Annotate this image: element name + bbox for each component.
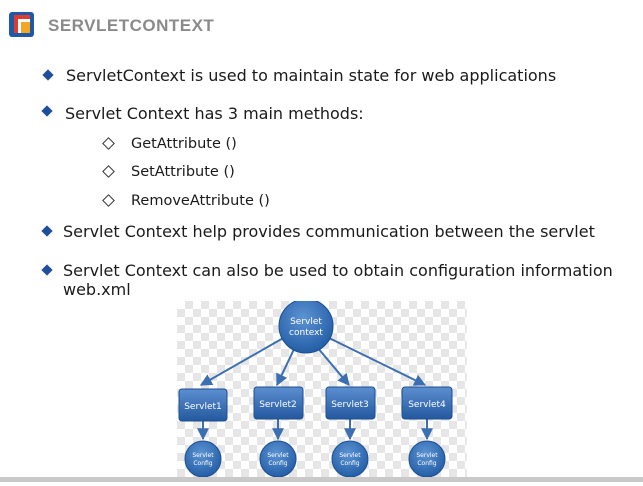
servlet-config-node: Servlet Config: [408, 440, 446, 478]
sub-bullet-item: RemoveAttribute (): [102, 192, 270, 210]
bullet-text: Servlet Context has 3 main methods:: [65, 104, 364, 123]
connector-arrow: [199, 336, 286, 386]
hollow-diamond-icon: [102, 165, 115, 178]
connector-arrow: [316, 346, 350, 386]
svg-text:Servlet2: Servlet2: [259, 400, 297, 410]
svg-text:Servlet: Servlet: [290, 317, 322, 327]
servlet-node: Servlet4: [401, 386, 453, 420]
bullet-text: Servlet Context help provides communicat…: [63, 222, 595, 241]
servlet-node: Servlet1: [178, 388, 228, 422]
svg-text:Servlet: Servlet: [192, 452, 214, 459]
slide-logo-icon: [9, 12, 34, 37]
svg-text:Config: Config: [193, 460, 212, 467]
footer-divider: [0, 477, 643, 482]
bullet-item: ServletContext is used to maintain state…: [42, 66, 557, 85]
sub-bullet-text: RemoveAttribute (): [131, 193, 270, 209]
sub-bullet-text: GetAttribute (): [131, 136, 237, 152]
diamond-bullet-icon: [41, 105, 53, 117]
diamond-bullet-icon: [42, 69, 54, 81]
hollow-diamond-icon: [102, 137, 115, 150]
servlet-context-diagram: Servlet context Servlet1 Servlet2 Servle…: [177, 298, 467, 482]
bullet-text: Servlet Context can also be used to obta…: [63, 261, 613, 280]
bullet-text: ServletContext is used to maintain state…: [66, 66, 557, 85]
bullet-item: Servlet Context has 3 main methods:: [41, 104, 364, 123]
slide-title: SERVLETCONTEXT: [48, 16, 215, 35]
bullet-item: Servlet Context help provides communicat…: [41, 222, 595, 241]
sub-bullet-item: SetAttribute (): [102, 163, 235, 181]
svg-text:context: context: [289, 328, 323, 338]
svg-text:Config: Config: [268, 460, 287, 467]
servlet-node: Servlet2: [253, 386, 304, 420]
svg-text:Servlet3: Servlet3: [331, 400, 369, 410]
svg-text:Servlet4: Servlet4: [408, 400, 446, 410]
servlet-context-node: Servlet context: [278, 298, 334, 354]
connector-arrow: [276, 346, 296, 387]
svg-text:Config: Config: [417, 460, 436, 467]
connector-arrow: [326, 336, 427, 386]
diamond-bullet-icon: [41, 264, 53, 276]
svg-text:Servlet1: Servlet1: [184, 402, 222, 412]
bullet-item: Servlet Context can also be used to obta…: [41, 261, 613, 280]
servlet-node: Servlet3: [325, 386, 376, 420]
sub-bullet-item: GetAttribute (): [102, 135, 237, 153]
servlet-config-node: Servlet Config: [331, 440, 369, 478]
bullet-text: web.xml: [63, 280, 131, 299]
servlet-config-node: Servlet Config: [259, 440, 297, 478]
svg-text:Servlet: Servlet: [339, 452, 361, 459]
svg-text:Servlet: Servlet: [416, 452, 438, 459]
hollow-diamond-icon: [102, 194, 115, 207]
svg-text:Config: Config: [340, 460, 359, 467]
svg-text:Servlet: Servlet: [267, 452, 289, 459]
servlet-config-node: Servlet Config: [184, 440, 222, 478]
sub-bullet-text: SetAttribute (): [131, 164, 235, 180]
bullet-continuation: web.xml: [63, 280, 131, 299]
diamond-bullet-icon: [41, 225, 53, 237]
